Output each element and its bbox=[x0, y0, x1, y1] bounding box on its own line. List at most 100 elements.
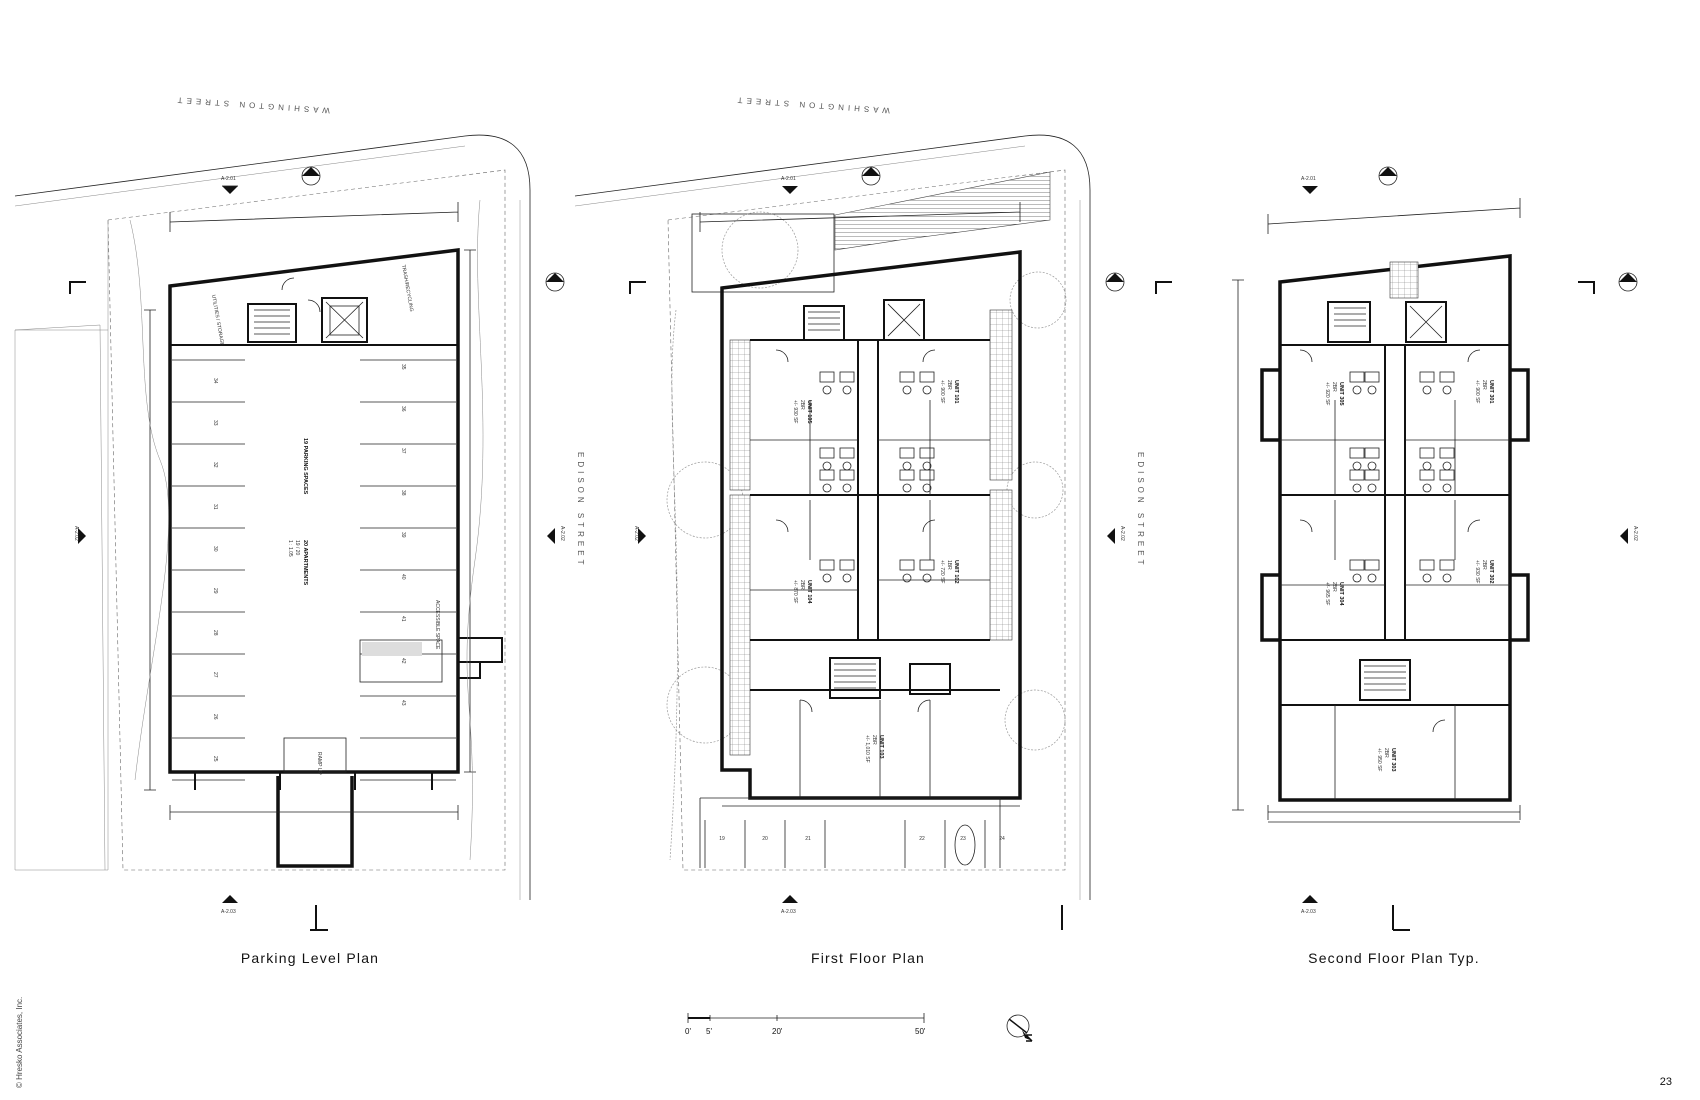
fixtures bbox=[819, 371, 935, 583]
unit-label: UNIT 305 bbox=[1338, 382, 1344, 406]
unit-label: +/- 920 SF bbox=[1324, 382, 1330, 405]
copyright-text: © Hresko Associates, Inc. bbox=[15, 997, 24, 1088]
stair bbox=[247, 303, 297, 343]
first-floor-plan bbox=[574, 134, 1125, 930]
stall-number: 36 bbox=[400, 406, 406, 412]
plan-title-first: First Floor Plan bbox=[811, 950, 925, 966]
unit-label: 1BR bbox=[946, 560, 952, 570]
section-tag: A-2.02 bbox=[559, 526, 565, 541]
fixtures bbox=[1349, 371, 1455, 583]
unit-label: UNIT 302 bbox=[1488, 560, 1494, 584]
stall-number: 27 bbox=[212, 672, 218, 678]
stall-number: 42 bbox=[400, 658, 406, 664]
stall-number: 39 bbox=[400, 532, 406, 538]
stall-number: 25 bbox=[212, 756, 218, 762]
stall-number: 38 bbox=[400, 490, 406, 496]
scale-label: 5' bbox=[706, 1027, 712, 1036]
ramp bbox=[276, 776, 354, 868]
curb-line bbox=[14, 134, 531, 900]
unit-label: 2BR bbox=[1481, 380, 1487, 390]
building-outline bbox=[168, 248, 460, 774]
elevator bbox=[321, 297, 368, 343]
surface-stall-number: 20 bbox=[762, 836, 768, 842]
unit-label: UNIT 102 bbox=[953, 560, 959, 584]
hatched-plaza bbox=[834, 171, 1051, 251]
building-outline bbox=[1278, 254, 1512, 802]
section-tag: A-2.03 bbox=[221, 909, 236, 915]
surface-stall-number: 24 bbox=[999, 836, 1005, 842]
stall-number: 41 bbox=[400, 616, 406, 622]
unit-label: UNIT 303 bbox=[1390, 748, 1396, 772]
section-tag: A-2.02 bbox=[73, 526, 79, 541]
ramp-label: RAMP UP bbox=[316, 752, 322, 775]
plan-title-second: Second Floor Plan Typ. bbox=[1308, 950, 1480, 966]
curb-line bbox=[574, 134, 1091, 900]
stall-number: 32 bbox=[212, 462, 218, 468]
tile-vestibule bbox=[1389, 261, 1419, 299]
unit-label: 2BR bbox=[1383, 748, 1389, 758]
property-line bbox=[667, 169, 1066, 871]
landscape-box bbox=[691, 213, 835, 293]
stall-number: 37 bbox=[400, 448, 406, 454]
unit-label: UNIT 301 bbox=[1488, 380, 1494, 404]
stall-number: 33 bbox=[212, 420, 218, 426]
surface-parking bbox=[704, 820, 986, 868]
stall-number: 30 bbox=[212, 546, 218, 552]
unit-label: 2BR bbox=[1331, 582, 1337, 592]
accessible-space-label: ACCESSIBLE SPACE bbox=[434, 600, 440, 650]
scale-bar: 0' 5' 20' 50' bbox=[685, 1013, 926, 1036]
scale-label: 50' bbox=[915, 1027, 926, 1036]
section-tag: A-2.01 bbox=[1301, 176, 1316, 182]
parking-ratio-2: 1 : 1.05 bbox=[287, 540, 293, 557]
surface-stall-number: 21 bbox=[805, 836, 811, 842]
stall-number: 43 bbox=[400, 700, 406, 706]
section-marker-top bbox=[222, 186, 238, 194]
unit-label: +/- 950 SF bbox=[1376, 748, 1382, 771]
stall-number: 31 bbox=[212, 504, 218, 510]
surface-stall-number: 23 bbox=[960, 836, 966, 842]
stall-number: 28 bbox=[212, 630, 218, 636]
unit-label: UNIT 304 bbox=[1338, 582, 1344, 606]
street-label-washington: WASHINGTON STREET bbox=[173, 95, 330, 115]
section-tag: A-2.01 bbox=[781, 176, 796, 182]
stall-number: 40 bbox=[400, 574, 406, 580]
utilities-label: UTILITIES / STORAGE bbox=[210, 294, 225, 347]
scale-label: 0' bbox=[685, 1027, 691, 1036]
apartments-count-label: 20 APARTMENTS bbox=[302, 540, 308, 586]
unit-label: 2BR bbox=[871, 735, 877, 745]
unit-label: +/- 900 SF bbox=[1474, 380, 1480, 403]
street-label-washington: WASHINGTON STREET bbox=[733, 95, 890, 115]
parking-level-plan bbox=[14, 134, 565, 931]
balcony-tile bbox=[729, 339, 751, 491]
page-number: 23 bbox=[1660, 1076, 1672, 1088]
unit-label: UNIT 105 bbox=[806, 400, 812, 424]
unit-label: UNIT 104 bbox=[806, 580, 812, 604]
unit-label: UNIT 103 bbox=[878, 735, 884, 759]
unit-label: UNIT 101 bbox=[953, 380, 959, 404]
street-label-edison: EDISON STREET bbox=[1136, 452, 1145, 568]
section-tag: A-2.02 bbox=[633, 526, 639, 541]
plan-title-parking: Parking Level Plan bbox=[241, 950, 379, 966]
parking-count-label: 19 PARKING SPACES bbox=[302, 438, 308, 495]
unit-label: +/- 930 SF bbox=[792, 400, 798, 423]
unit-label: 2BR bbox=[799, 580, 805, 590]
accessible-aisle bbox=[359, 639, 443, 683]
street-label-edison: EDISON STREET bbox=[576, 452, 585, 568]
section-tag: A-2.02 bbox=[1119, 526, 1125, 541]
section-tag: A-2.03 bbox=[781, 909, 796, 915]
trash-label: TRASH/RECYCLING bbox=[400, 264, 414, 312]
unit-label: 2BR bbox=[799, 400, 805, 410]
unit-label: +/- 870 SF bbox=[792, 580, 798, 603]
surface-stall-number: 19 bbox=[719, 836, 725, 842]
unit-label: +/- 720 SF bbox=[939, 560, 945, 583]
second-floor-plan bbox=[1155, 166, 1638, 931]
section-tag: A-2.03 bbox=[1301, 909, 1316, 915]
north-arrow-icon bbox=[1006, 1014, 1033, 1042]
section-tag: A-2.02 bbox=[1632, 526, 1638, 541]
scale-label: 20' bbox=[772, 1027, 783, 1036]
section-tag: A-2.01 bbox=[221, 176, 236, 182]
unit-label: +/- 1,010 SF bbox=[864, 735, 870, 763]
